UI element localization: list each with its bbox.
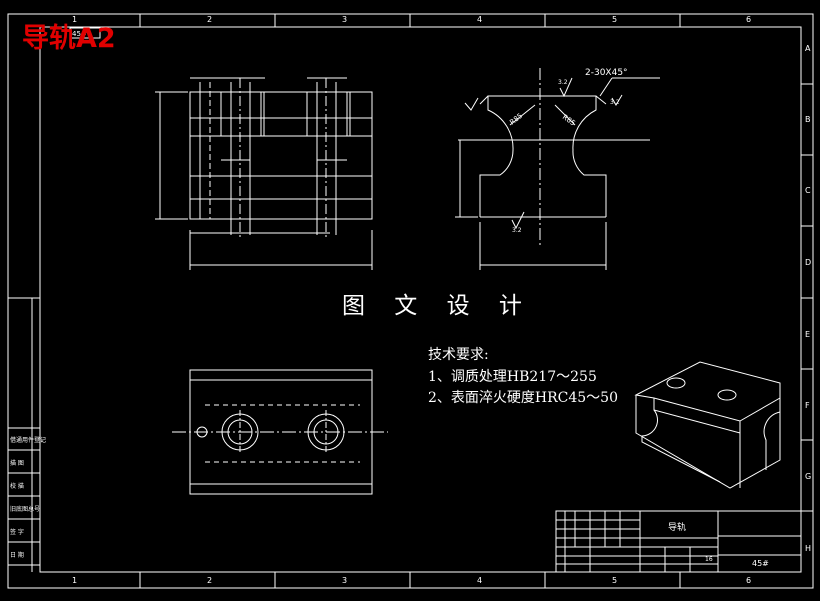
radius-label: R85 [561,113,577,127]
side-table-label: 描 图 [10,459,24,467]
roughness-value: 3.2 [610,99,620,106]
inner-frame [39,26,802,573]
column-label: 1 [72,15,77,24]
column-label: 5 [612,576,617,585]
front-view [155,77,373,270]
title-block [555,510,802,573]
requirements-title: 技术要求: [428,347,489,363]
column-label: 3 [342,15,347,24]
roughness-symbol-icon [611,94,623,106]
column-label: 6 [746,15,751,24]
zone-ticks [8,14,813,588]
side-table-label: 校 描 [10,482,24,490]
corner-label-box [69,27,101,39]
roughness-symbol-icon [559,77,573,98]
roughness-value: 3.2 [558,79,568,86]
row-label: B [805,115,811,124]
column-label: 4 [477,576,482,585]
row-label: E [805,330,810,339]
column-label: 3 [342,576,347,585]
roughness-symbol-icon [464,97,479,111]
column-label: 4 [477,15,482,24]
column-label: 2 [207,576,212,585]
side-table-grid [8,298,40,572]
column-label: 2 [207,15,212,24]
page-title: 图 文 设 计 [342,293,533,319]
corner-label: 45# [72,30,87,38]
roughness-symbol-icon [511,211,525,230]
row-label: A [805,44,811,53]
radius-label: R85 [508,112,524,127]
sheet-number: 16 [705,556,713,563]
side-table-label: 借通用件登记 [10,436,46,444]
row-label: D [805,258,811,267]
column-label: 6 [746,576,751,585]
requirement-item: 1、调质处理HB217～255 [428,369,597,385]
row-label: H [805,544,811,553]
chamfer-note: 2-30X45° [585,68,628,78]
side-table-label: 旧底图总号 [10,505,40,513]
side-table-label: 日 期 [10,551,24,559]
side-view [455,68,660,270]
material: 45# [752,559,769,568]
row-label: C [805,186,811,195]
part-name: 导轨 [668,521,686,533]
requirement-item: 2、表面淬火硬度HRC45～50 [428,390,618,406]
side-table-label: 签 字 [10,528,24,536]
roughness-value: 3.2 [512,227,522,234]
column-label: 5 [612,15,617,24]
top-view [172,369,388,495]
column-label: 1 [72,576,77,585]
isometric-view [634,361,781,489]
watermark: 导轨A2 [22,23,116,54]
row-label: F [805,401,810,410]
row-label: G [805,472,811,481]
